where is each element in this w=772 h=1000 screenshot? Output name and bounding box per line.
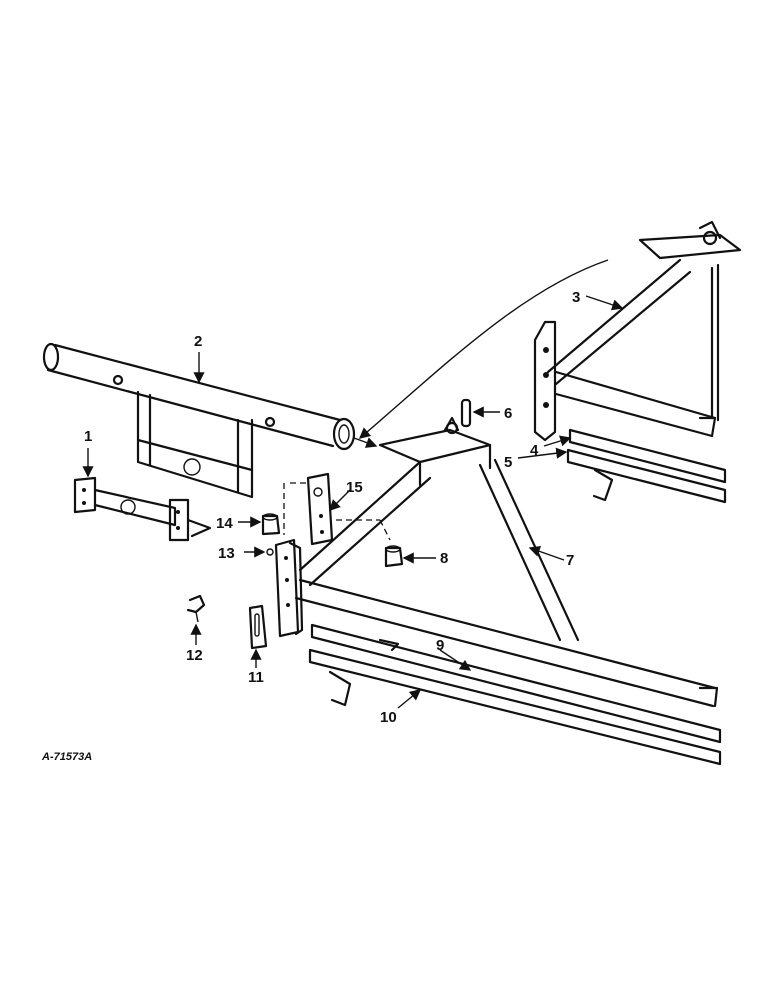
callout-14: 14 [216,515,233,532]
assembly-lines [283,482,391,541]
part-13-pin [266,548,274,556]
leaders [82,259,624,709]
callout-12: 12 [186,647,203,664]
part-15-link [306,472,334,546]
figure-code: A-71573A [41,751,92,763]
main-frame [294,416,719,708]
part-5-bar [566,448,727,504]
part-1-bracket [73,476,212,542]
part-2-tube [42,342,356,499]
callout-4: 4 [530,442,539,459]
part-9-bar [310,623,722,744]
part-8-bushing [384,545,404,568]
callout-1: 1 [84,428,92,445]
part-10-bar [308,648,722,766]
callout-8: 8 [440,550,448,567]
part-6-pin [460,398,472,428]
callout-5: 5 [504,454,512,471]
part-3-frame [533,220,742,442]
callout-6: 6 [504,405,512,422]
part-14-bushing [261,513,281,536]
callout-10: 10 [380,709,397,726]
hitch-plate [274,538,304,638]
callout-9: 9 [436,637,444,654]
callout-2: 2 [194,333,202,350]
callout-7: 7 [566,552,574,569]
callout-15: 15 [346,479,363,496]
part-12-clip [186,594,206,623]
callout-13: 13 [218,545,235,562]
part-11-shim [248,604,268,650]
callout-3: 3 [572,289,580,306]
callout-11: 11 [248,669,264,686]
